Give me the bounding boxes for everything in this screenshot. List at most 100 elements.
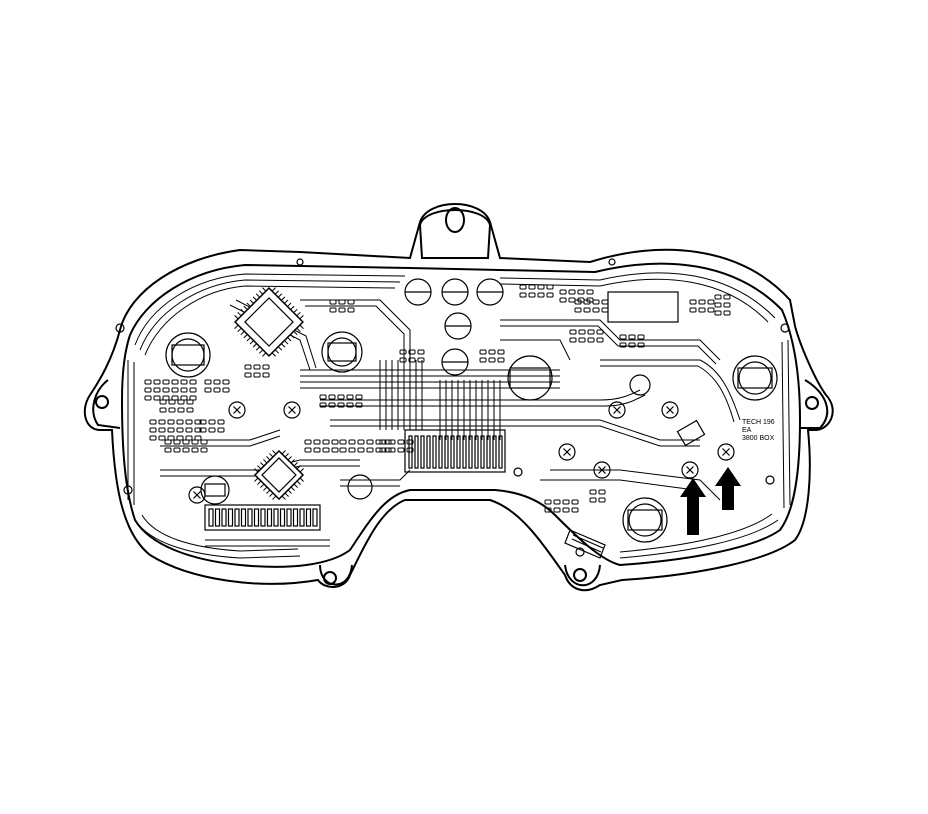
right-mount-hole	[805, 396, 819, 410]
resistor	[553, 499, 561, 505]
resistor	[559, 289, 567, 295]
resistor	[408, 349, 416, 355]
resistor	[375, 439, 383, 445]
circuit-traces	[127, 272, 791, 559]
connector-pin	[286, 508, 292, 527]
connector-pin	[260, 508, 266, 527]
connector-pin	[247, 508, 253, 527]
bottom-right-mounting-tab	[564, 564, 601, 587]
resistor	[176, 427, 184, 433]
screw-icon	[228, 401, 246, 419]
resistor	[194, 435, 202, 441]
resistor	[406, 447, 414, 453]
right-side-component	[607, 291, 706, 447]
resistor	[185, 419, 193, 425]
resistor	[331, 439, 339, 445]
screw-icon	[681, 461, 699, 479]
resistor	[167, 419, 175, 425]
connector-pin	[444, 435, 449, 469]
resistor	[698, 299, 706, 305]
vertical-bus-lines	[379, 360, 501, 440]
connector-pin	[208, 508, 214, 527]
resistor	[337, 394, 345, 400]
resistor	[153, 395, 161, 401]
screw-hole	[575, 547, 585, 557]
resistor	[171, 387, 179, 393]
left-mount-hole	[95, 395, 109, 409]
resistor	[149, 435, 157, 441]
resistor	[189, 395, 197, 401]
resistor	[384, 447, 392, 453]
top-mounting-tab	[418, 209, 492, 259]
resistor	[186, 399, 194, 405]
screw-icon	[661, 401, 679, 419]
screw-icon	[558, 443, 576, 461]
resistor	[528, 292, 536, 298]
resistor	[346, 402, 354, 408]
resistor	[222, 379, 230, 385]
resistor	[586, 289, 594, 295]
resistor	[528, 284, 536, 290]
resistor	[348, 439, 356, 445]
resistor	[397, 447, 405, 453]
resistor	[562, 507, 570, 513]
resistor	[637, 342, 645, 348]
resistor	[313, 439, 321, 445]
resistor	[182, 439, 190, 445]
resistor	[689, 307, 697, 313]
resistor	[399, 357, 407, 363]
resistor	[149, 419, 157, 425]
resistor	[313, 447, 321, 453]
resistor	[162, 387, 170, 393]
resistor	[171, 379, 179, 385]
resistor	[497, 357, 505, 363]
resistor	[168, 407, 176, 413]
resistor	[329, 299, 337, 305]
resistor	[149, 427, 157, 433]
resistor	[544, 507, 552, 513]
resistor	[399, 349, 407, 355]
resistor	[191, 439, 199, 445]
connector-pin	[292, 508, 299, 527]
lamp-socket-small	[347, 474, 373, 500]
connector-pin	[221, 508, 227, 527]
resistor	[714, 294, 722, 300]
resistor	[185, 427, 193, 433]
resistor	[583, 307, 591, 313]
resistor	[182, 447, 190, 453]
resistor	[213, 379, 221, 385]
connector-pin	[432, 435, 437, 469]
screw-hole	[780, 323, 790, 333]
screw-icon	[283, 401, 301, 419]
lower-microchip	[253, 449, 305, 501]
resistor	[406, 439, 414, 445]
resistor	[180, 387, 188, 393]
resistor	[577, 289, 585, 295]
resistor	[384, 439, 392, 445]
resistor	[208, 419, 216, 425]
resistor	[723, 294, 731, 300]
screw-icon	[188, 486, 206, 504]
resistor	[559, 297, 567, 303]
resistor	[253, 372, 261, 378]
resistor	[519, 292, 527, 298]
arrow-left	[680, 478, 706, 535]
resistor	[222, 387, 230, 393]
connector-pin	[468, 435, 473, 469]
resistor	[537, 284, 545, 290]
upper-left-microchip	[233, 286, 305, 358]
resistor	[488, 349, 496, 355]
lamp-socket	[507, 355, 553, 401]
resistor	[144, 395, 152, 401]
resistor	[153, 387, 161, 393]
resistor	[167, 435, 175, 441]
resistor	[546, 284, 554, 290]
resistor	[217, 427, 225, 433]
resistor	[144, 379, 152, 385]
screw-hole	[513, 467, 523, 477]
resistor	[338, 307, 346, 313]
resistor	[723, 302, 731, 308]
resistor	[199, 419, 207, 425]
